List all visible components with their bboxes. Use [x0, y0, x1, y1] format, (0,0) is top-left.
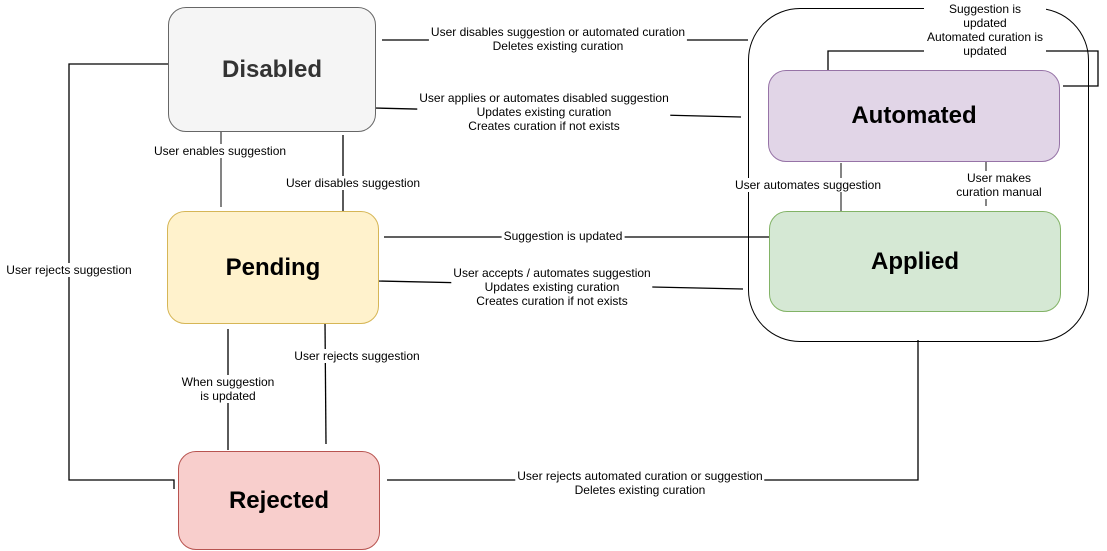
edge-label-disabled-to-pending: User enables suggestion [151, 144, 289, 158]
edge-label-applied-to-automated: User automates suggestion [732, 178, 884, 192]
state-disabled: Disabled [168, 7, 376, 132]
edge-group-to-rejected [387, 340, 919, 481]
edge-label-applied-to-pending: Suggestion is updated [501, 229, 625, 243]
state-pending-label: Pending [225, 253, 321, 281]
state-applied-label: Applied [871, 247, 959, 275]
edge-label-group-to-disabled: User disables suggestion or automated cu… [428, 25, 688, 53]
edge-label-pending-to-group: User accepts / automates suggestion Upda… [451, 266, 653, 308]
state-automated: Automated [768, 70, 1060, 162]
edge-disabled-to-rejected [68, 63, 175, 489]
edge-label-disabled-to-rejected: User rejects suggestion [4, 263, 134, 277]
state-pending: Pending [167, 211, 379, 324]
state-disabled-label: Disabled [221, 55, 323, 83]
edge-label-group-to-rejected: User rejects automated curation or sugge… [515, 469, 765, 497]
state-automated-label: Automated [851, 102, 977, 129]
edge-automated-self-loop [827, 50, 1099, 87]
edge-label-automated-to-applied: User makes curation manual [945, 171, 1053, 199]
edge-label-disabled-to-group: User applies or automates disabled sugge… [417, 91, 671, 133]
state-rejected: Rejected [178, 451, 380, 550]
state-rejected-label: Rejected [228, 486, 330, 514]
edge-label-automated-self-loop: Suggestion is updated Automated curation… [924, 2, 1046, 58]
edge-label-pending-to-disabled: User disables suggestion [283, 176, 423, 190]
state-applied: Applied [769, 211, 1061, 312]
edge-label-rejected-to-pending: When suggestion is updated [179, 375, 277, 403]
edge-label-pending-to-rejected: User rejects suggestion [292, 349, 422, 363]
edge-pending-to-rejected [324, 321, 327, 445]
